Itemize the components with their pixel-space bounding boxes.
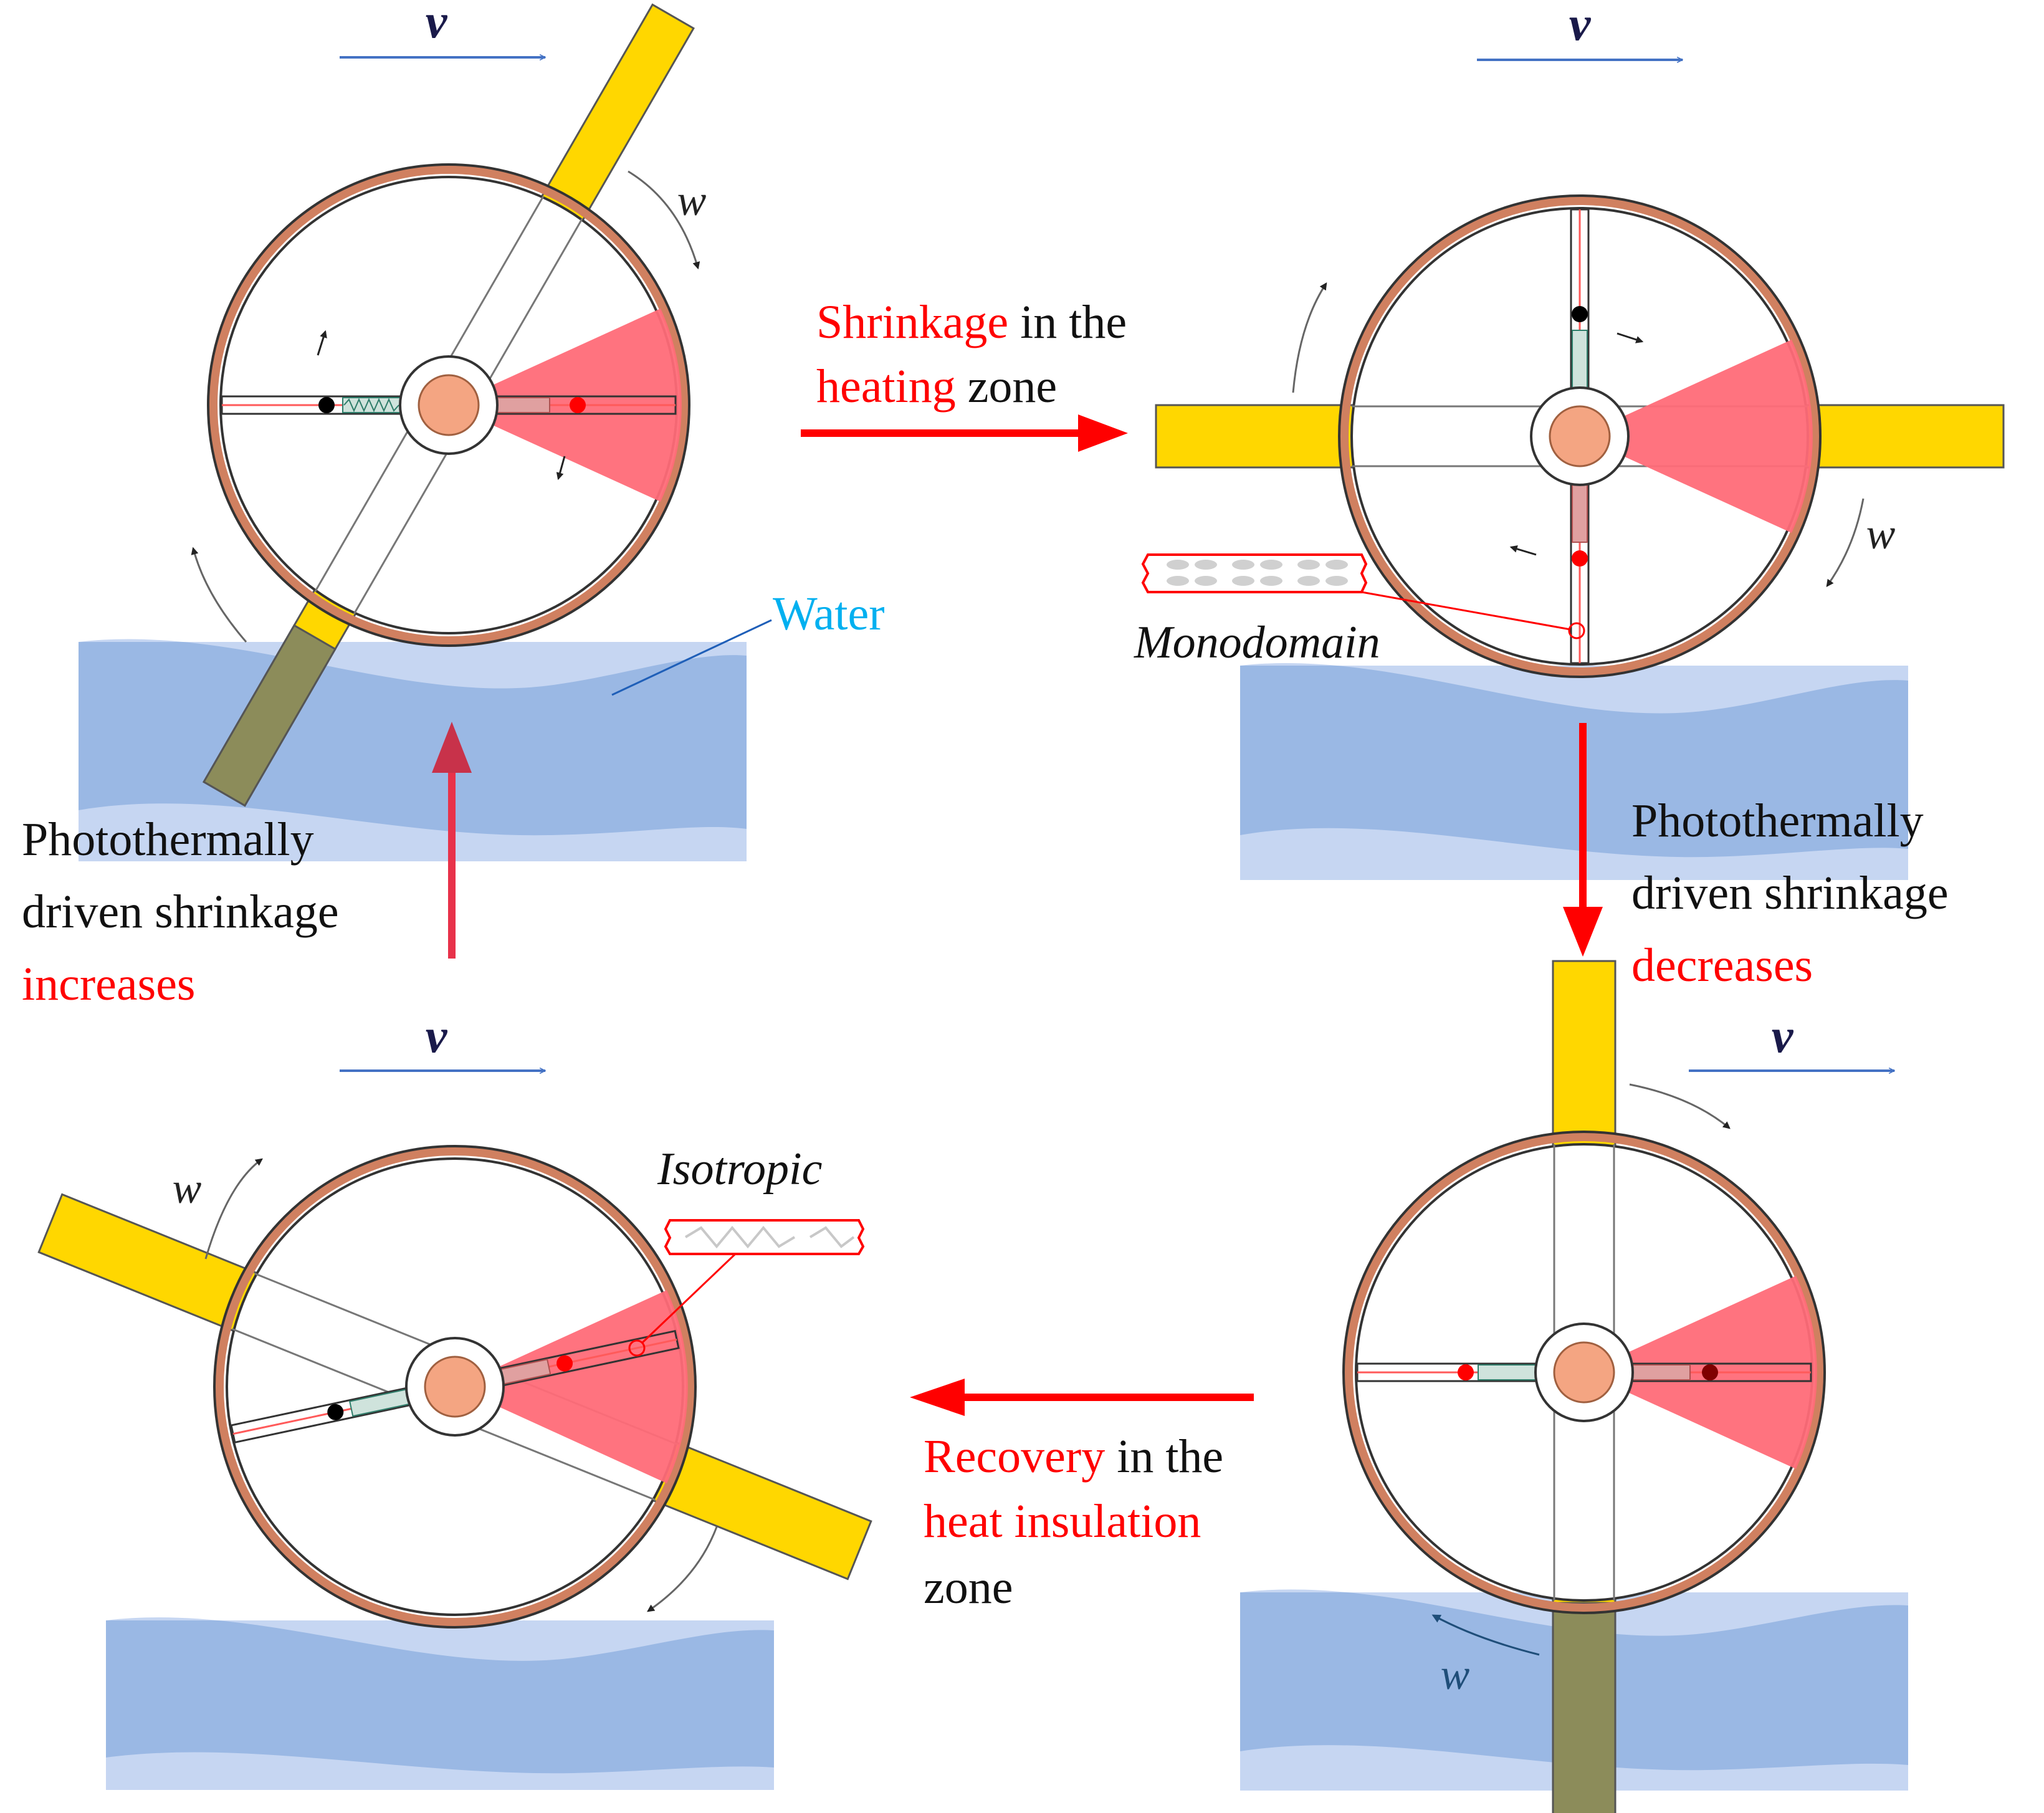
monodomain-label: Monodomain xyxy=(1134,617,1380,668)
rotation-arrow-icon xyxy=(1629,1083,1731,1129)
wheel-top-left xyxy=(203,3,695,807)
velocity-arrow-icon xyxy=(340,57,1894,1071)
heat-zone xyxy=(1580,340,1813,533)
caption-recovery-2: heat insulation xyxy=(924,1495,1201,1548)
caption-shrinkage-heating-2: heating zone xyxy=(816,360,1057,413)
heat-zone xyxy=(455,1290,688,1483)
monodomain-inset xyxy=(1141,553,1585,639)
caption-right-line2: driven shrinkage xyxy=(1631,867,1949,919)
water-panel-top-left xyxy=(79,639,747,861)
rotation-arrow-icon xyxy=(628,170,700,270)
rotation-arrow-icon xyxy=(204,1158,263,1260)
rotation-arrow-icon xyxy=(647,1526,718,1612)
velocity-label: v xyxy=(426,1008,448,1063)
rotation-arrow-icon xyxy=(191,547,247,643)
water-pointer-line xyxy=(611,619,772,696)
caption-right-line1: Photothermally xyxy=(1631,795,1924,847)
water-label: Water xyxy=(773,588,885,640)
transition-arrow-icon xyxy=(801,414,1128,452)
angular-velocity-label: w xyxy=(173,1165,202,1213)
transition-arrow-icon xyxy=(910,1379,1254,1416)
velocity-label: v xyxy=(1772,1008,1794,1063)
caption-recovery: Recovery in the xyxy=(924,1430,1223,1483)
transition-arrow-icon xyxy=(432,722,472,959)
isotropic-inset xyxy=(628,1219,865,1357)
velocity-label: v xyxy=(426,0,448,48)
isotropic-label: Isotropic xyxy=(657,1144,823,1195)
rotation-arrow-icon xyxy=(1292,282,1327,393)
caption-right-highlight: decreases xyxy=(1631,939,1813,992)
transition-arrow-icon xyxy=(1563,723,1603,957)
caption-recovery-3: zone xyxy=(924,1561,1013,1614)
rotation-arrow-icon xyxy=(1431,1614,1540,1656)
water-panel-top-right xyxy=(1240,663,1908,880)
angular-velocity-label: w xyxy=(1866,510,1896,558)
caption-left-line1: Photothermally xyxy=(22,813,314,866)
wheel-bottom-right xyxy=(1342,960,1826,1813)
caption-left-line2: driven shrinkage xyxy=(22,886,339,938)
angular-velocity-label: w xyxy=(1441,1651,1470,1699)
caption-left-highlight: increases xyxy=(22,958,196,1010)
wheel-bottom-left xyxy=(37,1145,872,1629)
velocity-label: v xyxy=(1569,0,1592,50)
caption-shrinkage-heating: Shrinkage in the xyxy=(816,296,1127,348)
rotation-arrow-icon xyxy=(1826,498,1865,587)
water-panel-bottom-left xyxy=(106,1617,774,1790)
wheel-top-right xyxy=(1155,194,2005,678)
angular-velocity-label: w xyxy=(677,177,707,225)
